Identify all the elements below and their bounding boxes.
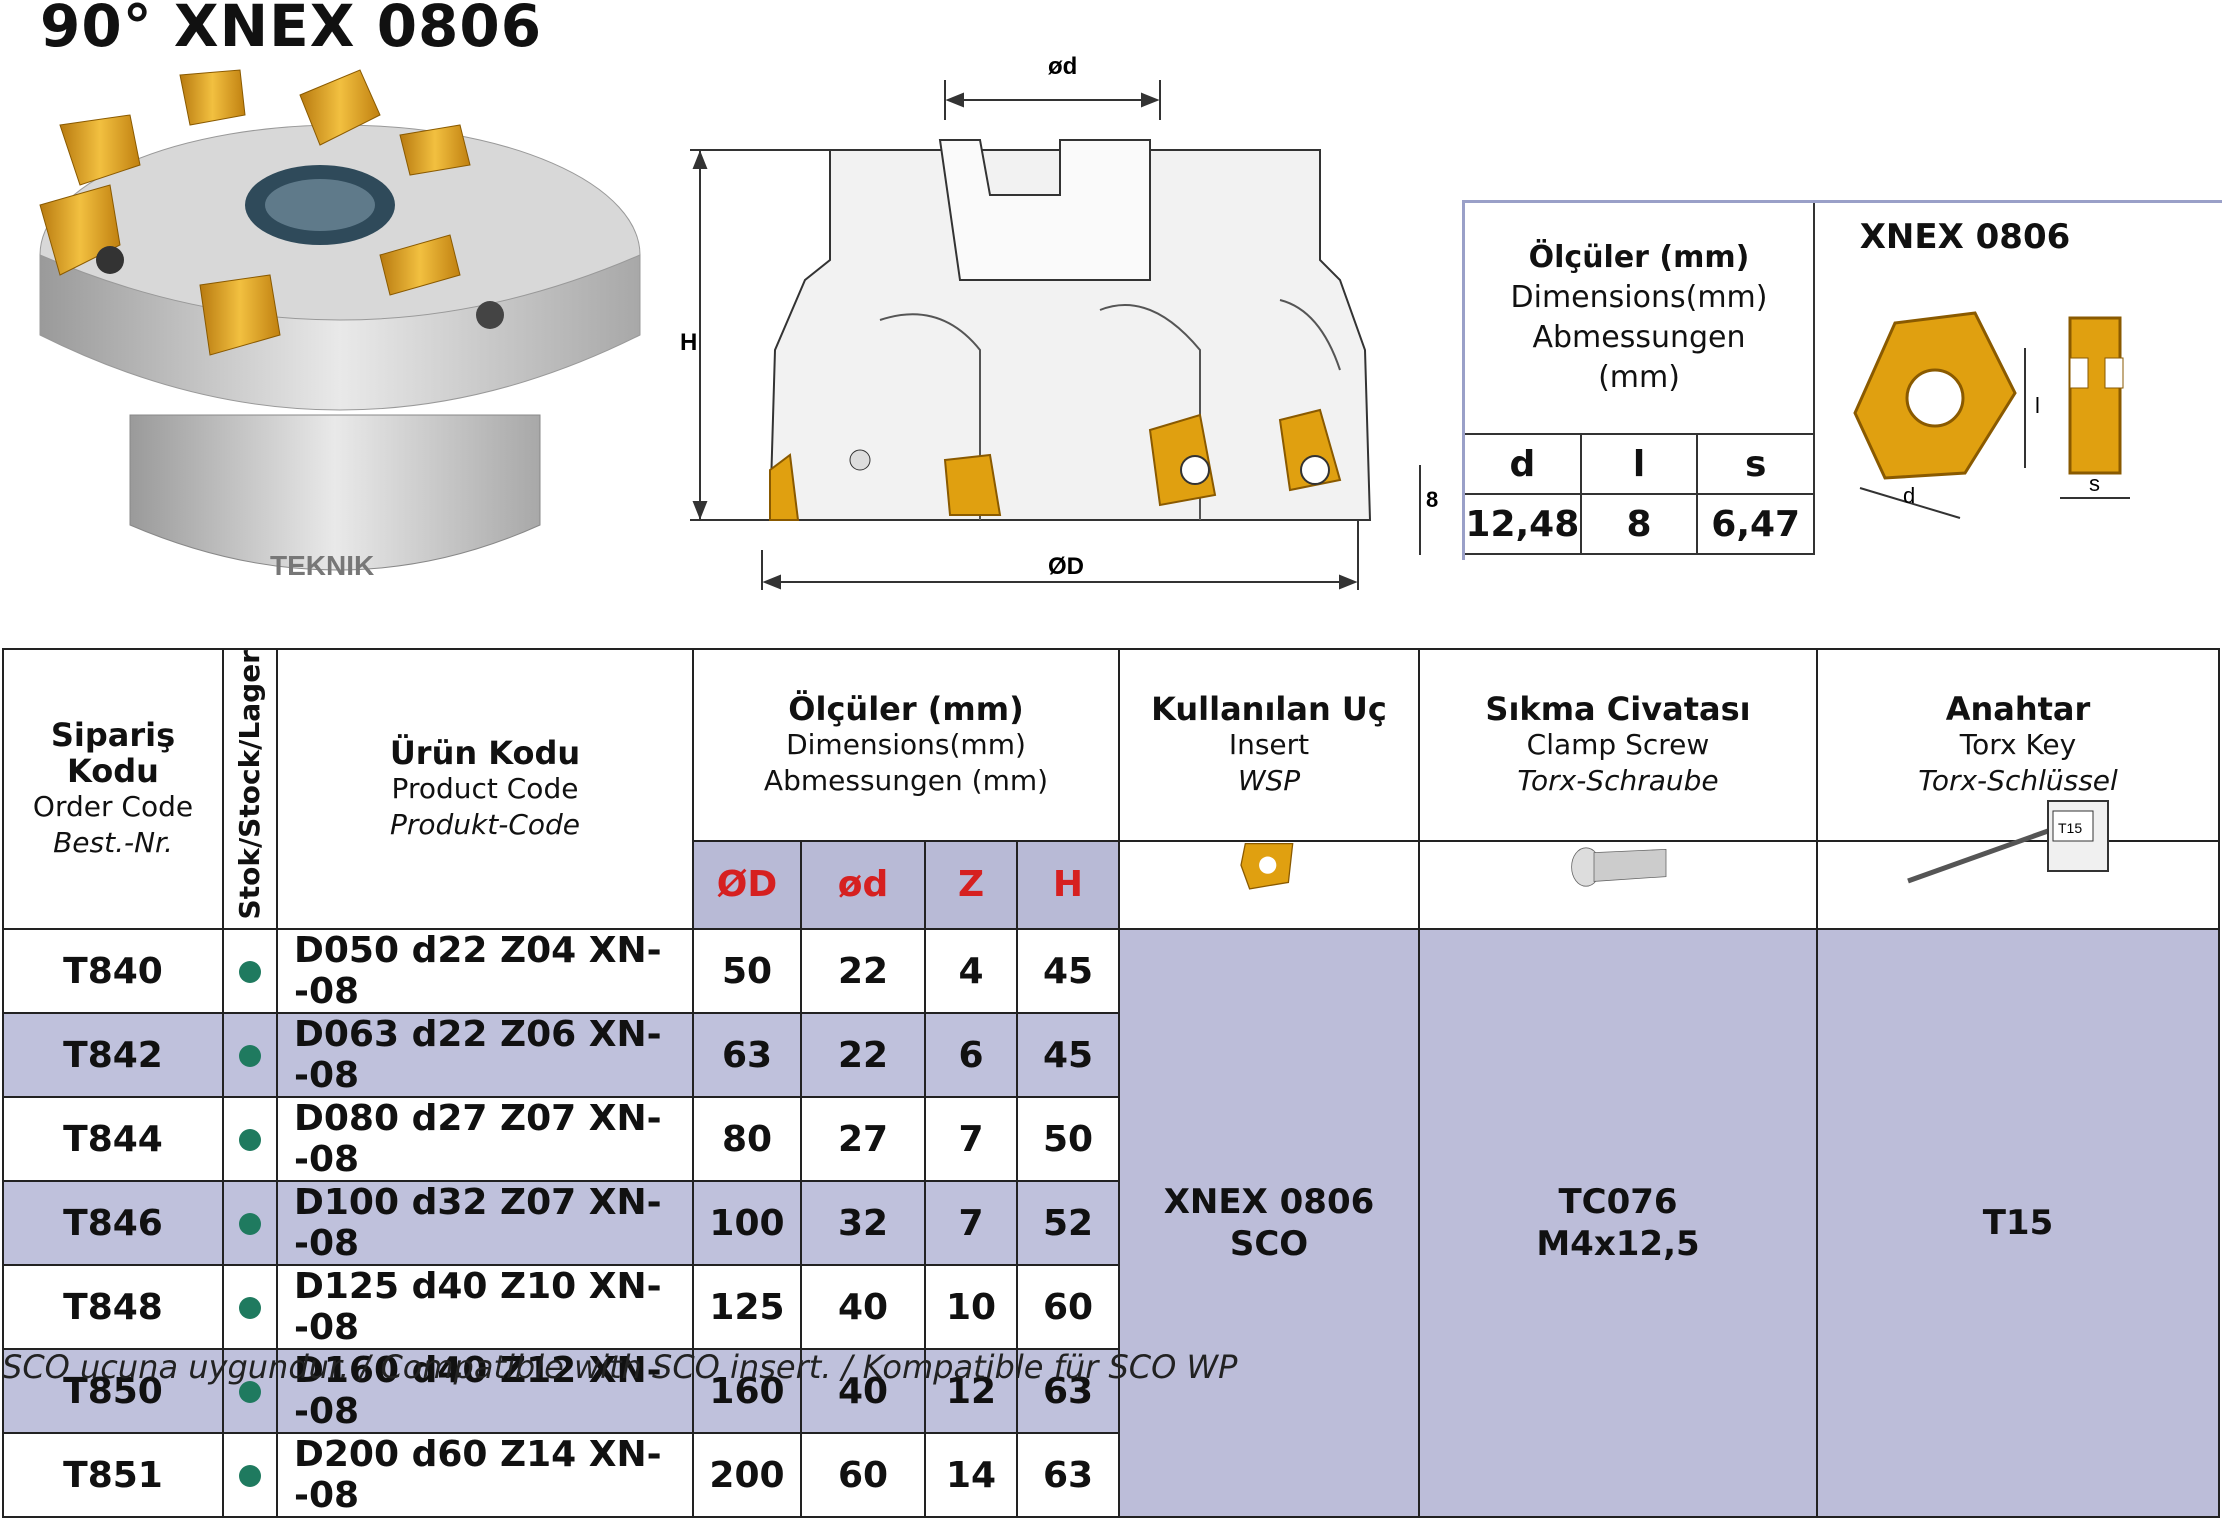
header-insert: Kullanılan Uç Insert WSP — [1118, 648, 1420, 842]
subheader-D: ØD — [692, 839, 802, 931]
order-code: T848 — [2, 1264, 224, 1351]
dim-D: 63 — [692, 1012, 802, 1099]
product-table: Sipariş Kodu Order Code Best.-Nr. Stok/S… — [2, 647, 2220, 1518]
header-clamp-screw: Sıkma Civatası Clamp Screw Torx-Schraube — [1418, 648, 1818, 842]
engrave-text: TEKNIK — [270, 550, 374, 581]
header-stock: Stok/Stock/Lager — [222, 647, 278, 931]
dim-d: 60 — [800, 1432, 926, 1518]
key-value: T15 — [1816, 928, 2220, 1518]
subheader-d: ød — [800, 839, 926, 931]
insert-label-s: s — [2089, 471, 2100, 496]
dim-d: 40 — [800, 1264, 926, 1351]
order-code: T846 — [2, 1180, 224, 1267]
header-product-code: Ürün Kodu Product Code Produkt-Code — [276, 647, 694, 931]
dim-Z: 6 — [924, 1012, 1018, 1099]
product-code: D125 d40 Z10 XN--08 — [276, 1264, 694, 1351]
dim-D: 125 — [692, 1264, 802, 1351]
dim-d: 22 — [800, 928, 926, 1015]
in-stock-icon — [239, 1128, 261, 1151]
torx-key-icon: T15 — [1907, 799, 2109, 883]
key-image-cell: T15 — [1816, 799, 2220, 931]
screw-image-cell — [1418, 839, 1818, 931]
in-stock-icon — [239, 1464, 261, 1487]
in-stock-icon — [239, 1296, 261, 1319]
dim-D: 100 — [692, 1180, 802, 1267]
insert-image-cell — [1118, 839, 1420, 931]
dim-H: 50 — [1016, 1096, 1120, 1183]
dim-H: 63 — [1016, 1432, 1120, 1518]
stock-dot — [222, 928, 278, 1015]
dimension-values: 12,48 8 6,47 — [1465, 495, 1816, 555]
product-code: D200 d60 Z14 XN--08 — [276, 1432, 694, 1518]
stock-dot — [222, 1012, 278, 1099]
label-height: H — [680, 329, 697, 356]
product-code: D080 d27 Z07 XN--08 — [276, 1096, 694, 1183]
dim-d: 32 — [800, 1180, 926, 1267]
page-title: 90° XNEX 0806 — [40, 0, 543, 60]
order-code: T851 — [2, 1432, 224, 1518]
product-table-wrapper: Sipariş Kodu Order Code Best.-Nr. Stok/S… — [2, 647, 2220, 1518]
insert-icon — [1240, 842, 1294, 890]
dim-Z: 7 — [924, 1096, 1018, 1183]
insert-label-d: d — [1903, 483, 1915, 508]
subheader-H: H — [1016, 839, 1120, 931]
stock-dot — [222, 1096, 278, 1183]
screw-icon — [1571, 846, 1667, 887]
stock-dot — [222, 1432, 278, 1518]
in-stock-icon — [239, 1044, 261, 1067]
label-large-d: ØD — [1048, 553, 1084, 580]
product-code: D063 d22 Z06 XN--08 — [276, 1012, 694, 1099]
insert-dimensions-box: Ölçüler (mm) Dimensions(mm) Abmessungen … — [1462, 200, 2222, 560]
in-stock-icon — [239, 960, 261, 983]
dim-D: 200 — [692, 1432, 802, 1518]
dim-D: 50 — [692, 928, 802, 1015]
header-order-code: Sipariş Kodu Order Code Best.-Nr. — [2, 647, 224, 931]
product-code: D050 d22 Z04 XN--08 — [276, 928, 694, 1015]
insert-label-l: l — [2035, 393, 2040, 418]
insert-drawing: d l s — [1853, 311, 2130, 519]
product-code: D100 d32 Z07 XN--08 — [276, 1180, 694, 1267]
label-small-d: ød — [1048, 53, 1077, 80]
dim-Z: 10 — [924, 1264, 1018, 1351]
dimensions-header: Ölçüler (mm) Dimensions(mm) Abmessungen … — [1465, 203, 1815, 435]
label-eight: 8 — [1426, 487, 1438, 512]
stock-dot — [222, 1180, 278, 1267]
header-dimensions: Ölçüler (mm) Dimensions(mm) Abmessungen … — [692, 648, 1120, 842]
header-torx-key: Anahtar Torx Key Torx-Schlüssel — [1816, 648, 2220, 842]
stock-dot — [222, 1264, 278, 1351]
order-code: T842 — [2, 1012, 224, 1099]
key-tag: T15 — [2058, 820, 2082, 836]
dim-d: 27 — [800, 1096, 926, 1183]
insert-title: XNEX 0806 — [1859, 217, 2071, 257]
in-stock-icon — [239, 1212, 261, 1235]
dim-H: 52 — [1016, 1180, 1120, 1267]
dim-Z: 4 — [924, 928, 1018, 1015]
dim-H: 60 — [1016, 1264, 1120, 1351]
footnote: SCO ucuna uygundur. / Compatible with SC… — [2, 1348, 1238, 1386]
dim-H: 45 — [1016, 928, 1120, 1015]
dim-Z: 14 — [924, 1432, 1018, 1518]
order-code: T840 — [2, 928, 224, 1015]
order-code: T844 — [2, 1096, 224, 1183]
subheader-Z: Z — [924, 839, 1018, 931]
milling-cutter-photo: TEKNIK — [39, 69, 641, 581]
technical-drawing: ød H ØD 8 — [680, 53, 1438, 590]
dim-D: 80 — [692, 1096, 802, 1183]
dim-d: 22 — [800, 1012, 926, 1099]
dimension-cols: d l s — [1465, 435, 1816, 495]
dim-H: 45 — [1016, 1012, 1120, 1099]
dim-Z: 7 — [924, 1180, 1018, 1267]
